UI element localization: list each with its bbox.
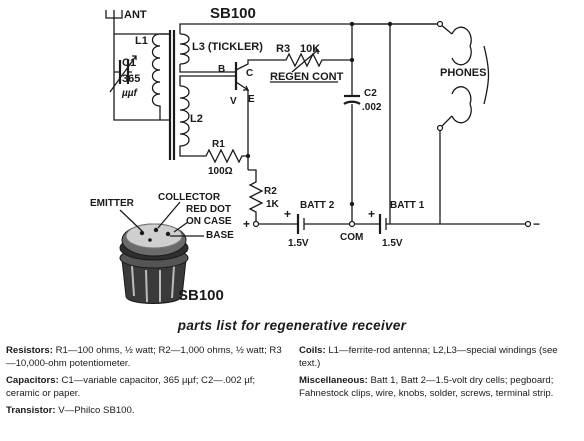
parts-list-right-column: Coils: L1—ferrite-rod antenna; L2,L3—spe… (299, 345, 577, 405)
ferrite-core (168, 30, 176, 160)
regen-label: REGEN CONT (270, 71, 344, 83)
r3-label: R3 (276, 43, 290, 55)
phones-label: PHONES (440, 67, 486, 79)
transistor-entry-label: Transistor: (6, 405, 56, 417)
l2-label: L2 (190, 113, 203, 125)
c1-label: C1 (122, 57, 136, 69)
coils-entry: Coils: L1—ferrite-rod antenna; L2,L3—spe… (299, 345, 577, 370)
pin-e: E (248, 94, 255, 105)
package-label: SB100 (178, 287, 224, 304)
batt2-plus: + (284, 207, 291, 221)
terminal-minus (524, 220, 532, 228)
c1-unit: µµf (121, 88, 139, 99)
pin-v: V (230, 96, 237, 107)
coils-label: Coils: (299, 345, 326, 356)
phone-terminal-top (436, 20, 444, 28)
emitter-label: EMITTER (90, 198, 135, 209)
r1-resistor (200, 148, 248, 164)
antenna-label: ANT (124, 9, 147, 21)
package-callouts (119, 201, 204, 237)
regenerative-receiver-schematic: ANT C1 365 µµf L1 L3 (TICKLER) SB100 R3 … (90, 5, 540, 304)
l3-label: L3 (TICKLER) (192, 41, 263, 53)
transistor-title: SB100 (210, 5, 256, 22)
batt1-plus: + (368, 207, 375, 221)
misc-label: Miscellaneous: (299, 375, 368, 387)
pin-b: B (218, 64, 225, 75)
com-label: COM (340, 232, 363, 243)
l1-label: L1 (135, 35, 148, 47)
parts-list-left-column: Resistors: R1—100 ohms, ½ watt; R2—1,000… (6, 345, 282, 423)
r3-potentiometer (270, 49, 352, 73)
base-label: BASE (206, 230, 234, 241)
plus-terminal-label: + (243, 217, 250, 231)
l1-coil (151, 33, 170, 120)
transistor-entry: Transistor: V—Philco SB100. (6, 405, 282, 418)
resistors-text: R1—100 ohms, ½ watt; R2—1,000 ohms, ½ wa… (6, 345, 282, 369)
r1-value: 100Ω (208, 166, 233, 177)
capacitors-label: Capacitors: (6, 375, 59, 387)
red-dot-label: RED DOT (186, 204, 231, 215)
capacitors-text: C1—variable capacitor, 365 µµf; C2—.002 … (6, 375, 256, 399)
batt2-voltage: 1.5V (288, 238, 309, 249)
batt1-cell (352, 214, 440, 234)
minus-terminal-label: − (533, 217, 540, 231)
misc-text: Batt 1, Batt 2—1.5-volt dry cells; pegbo… (299, 375, 554, 399)
phones-headset (352, 23, 528, 225)
coils-text: L1—ferrite-rod antenna; L2,L3—special wi… (299, 345, 558, 369)
r1-label: R1 (212, 139, 225, 150)
collector-label: COLLECTOR (158, 192, 221, 203)
batt2-label: BATT 2 (300, 200, 335, 211)
transistor-v (224, 59, 270, 170)
r2-value: 1K (266, 199, 280, 210)
l2-coil (179, 75, 224, 157)
phone-terminal-bottom (436, 124, 444, 132)
r2-label: R2 (264, 186, 277, 197)
terminal-com (348, 220, 356, 228)
r3-value: 10K (300, 43, 320, 55)
capacitors-entry: Capacitors: C1—variable capacitor, 365 µ… (6, 375, 282, 400)
c1-value: 365 (122, 73, 140, 85)
transistor-text: V—Philco SB100. (58, 405, 135, 417)
misc-entry: Miscellaneous: Batt 1, Batt 2—1.5-volt d… (299, 375, 577, 400)
c2-label: C2 (364, 88, 377, 99)
terminal-plus (252, 220, 260, 228)
batt2-cell (296, 214, 352, 234)
batt1-voltage: 1.5V (382, 238, 403, 249)
pin-c: C (246, 68, 253, 79)
batt1-label: BATT 1 (390, 200, 425, 211)
resistors-label: Resistors: (6, 345, 53, 356)
r2-resistor (248, 169, 264, 224)
c1-variable-capacitor (109, 55, 137, 93)
parts-list-title: parts list for regenerative receiver (177, 318, 407, 333)
antenna-symbol (105, 10, 123, 32)
on-case-label: ON CASE (186, 216, 232, 227)
c2-capacitor (343, 24, 361, 224)
resistors-entry: Resistors: R1—100 ohms, ½ watt; R2—1,000… (6, 345, 282, 370)
c2-value: .002 (362, 102, 382, 113)
